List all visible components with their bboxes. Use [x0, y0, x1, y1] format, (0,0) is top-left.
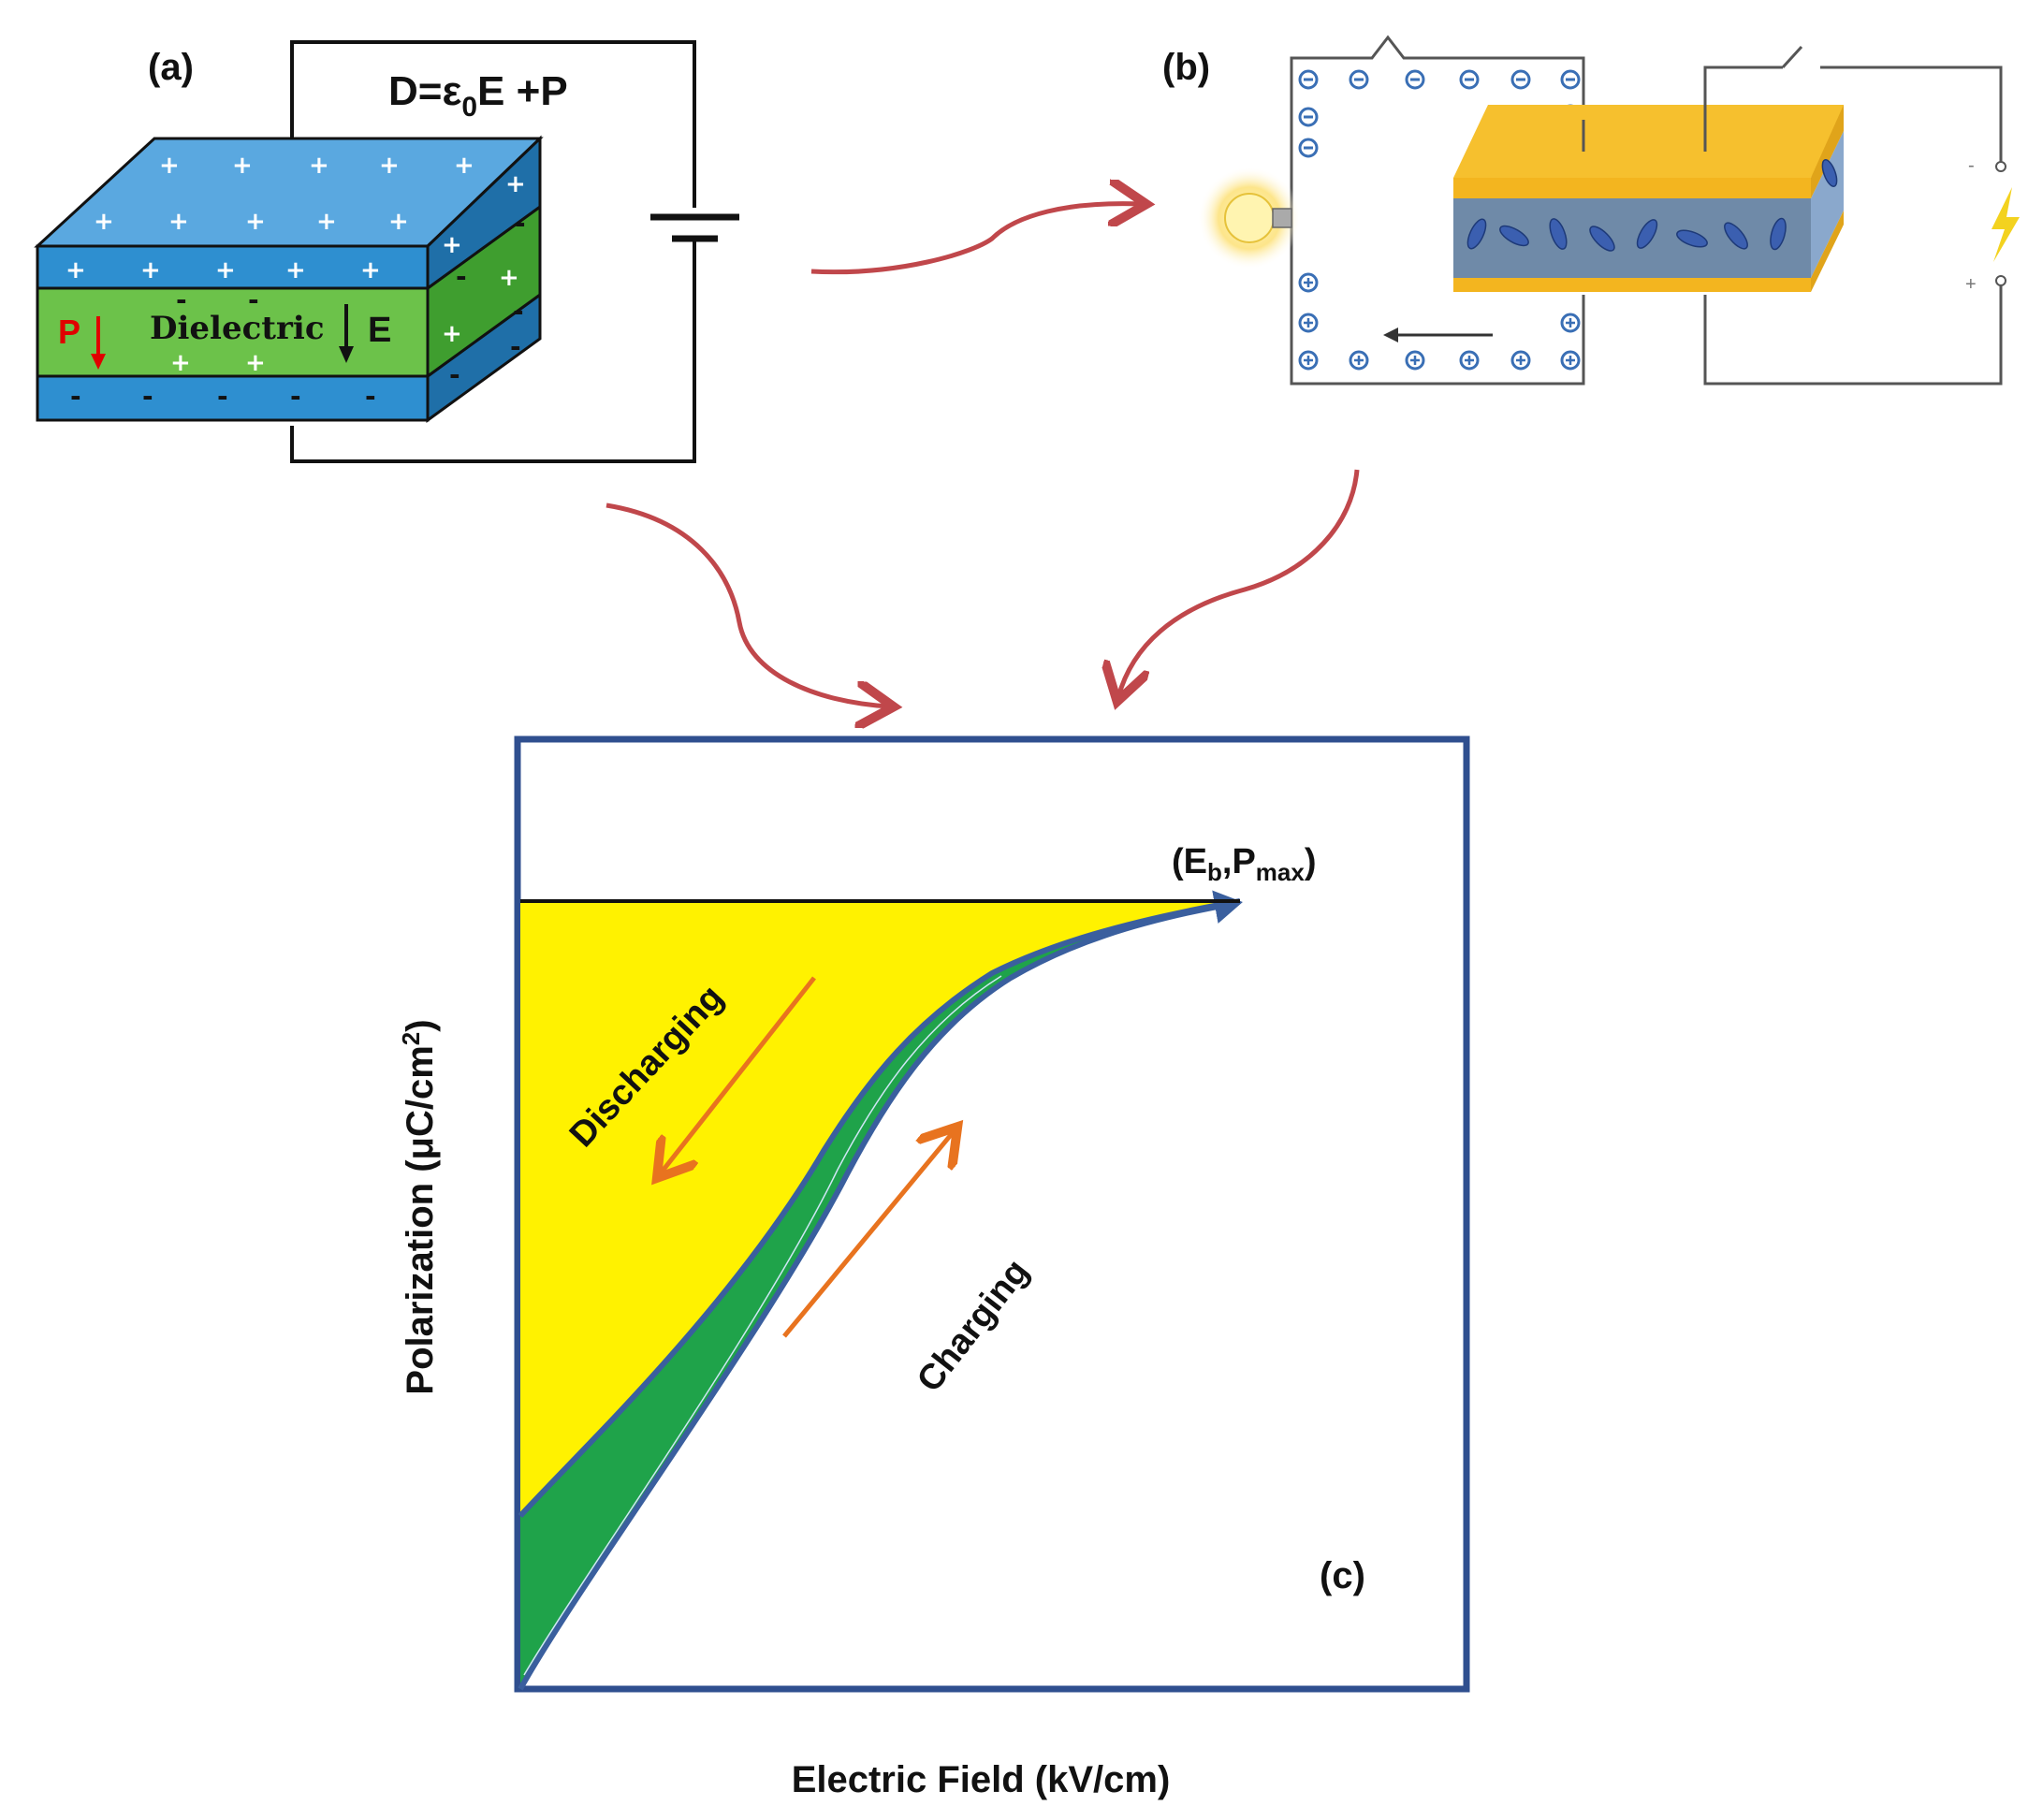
- dipole-icon: [1466, 218, 1487, 250]
- discharge-curve: [518, 898, 1241, 1519]
- plus-sign: +: [442, 231, 462, 259]
- minus-sign: -: [248, 284, 259, 315]
- terminal-plus: +: [1965, 274, 1977, 295]
- p-arrow-head: [91, 354, 106, 370]
- dipoles: [1466, 159, 1838, 252]
- plus-sign: +: [245, 349, 266, 377]
- dielectric-label: Dielectric: [150, 310, 325, 347]
- minus-sign: -: [515, 208, 526, 239]
- dipole-icon: [1676, 229, 1708, 248]
- plus-sign: +: [360, 256, 381, 284]
- discharge-energy-area: [520, 901, 1240, 1516]
- minus-sign: -: [449, 359, 460, 390]
- plus-sign: +: [94, 208, 114, 236]
- breakdown-point-label: (Eb,Pmax): [1172, 842, 1317, 886]
- plus-sign: +: [215, 256, 236, 284]
- dielectric-charges: - - + + + - - -: [170, 208, 526, 377]
- minus-sign: -: [510, 331, 521, 362]
- bottom-plate-charges: - - - - - - -: [70, 331, 521, 412]
- switch-lever: [1781, 45, 1803, 69]
- plus-sign: +: [442, 320, 462, 348]
- minus-sign: -: [456, 261, 467, 292]
- plus-sign: +: [309, 152, 329, 180]
- minus-sign: -: [70, 381, 81, 412]
- dipole-icon: [1499, 225, 1529, 247]
- connector-arrow-b-to-c: [1118, 469, 1360, 697]
- panel-a-label: (a): [148, 47, 194, 88]
- dipole-icon: [1770, 217, 1787, 251]
- capacitor-top-plate: [1453, 178, 1811, 198]
- circuit-wire-top: [290, 40, 696, 208]
- capacitor-dielectric-side: [1811, 131, 1844, 278]
- plus-sign: +: [285, 256, 306, 284]
- connector-arrow-a-to-c: [605, 502, 889, 706]
- terminal-minus: -: [1968, 155, 1975, 176]
- left-circuit-wire: [1290, 35, 1585, 386]
- panel-a: (a) D=ε0E +P + + + + + + + + + +: [34, 40, 739, 463]
- top-front-charges: + + + + + + +: [66, 231, 519, 292]
- y-axis-label: Polarization (μC/cm2): [397, 1019, 441, 1394]
- plus-sign: +: [168, 208, 189, 236]
- minus-sign: -: [142, 381, 153, 412]
- p-label: P: [58, 313, 80, 351]
- plus-sign: +: [159, 152, 180, 180]
- charge-curve: [518, 890, 1243, 1691]
- e-label: E: [368, 311, 391, 350]
- capacitor-top-side: [1811, 105, 1844, 198]
- minus-sign: -: [176, 284, 187, 315]
- top-surface-charges: + + + + + + + + + + +: [94, 152, 526, 236]
- dipole-icon: [1636, 219, 1658, 249]
- plus-sign: +: [232, 152, 253, 180]
- lightning-icon: [1992, 187, 2020, 262]
- curve-inner-highlight: [523, 975, 1002, 1676]
- terminal-top: [1995, 161, 2006, 172]
- current-arrow-head: [1383, 328, 1398, 342]
- plus-sign: +: [245, 208, 266, 236]
- discharging-arrow: [660, 976, 816, 1174]
- panel-b: (b) - +: [1162, 35, 2020, 386]
- minus-sign: -: [513, 296, 524, 327]
- panel-c-label: (c): [1320, 1555, 1365, 1596]
- dipole-icon: [1724, 222, 1748, 250]
- plus-sign: +: [379, 152, 400, 180]
- right-circuit-wire-3: [1703, 281, 2003, 386]
- capacitor-bottom-plate: [1453, 278, 1811, 292]
- bulb-base: [1272, 208, 1292, 228]
- plus-sign: +: [66, 256, 86, 284]
- e-arrow-head: [339, 346, 354, 363]
- top-plate-front: [36, 244, 430, 290]
- plus-sign: +: [454, 152, 474, 180]
- minus-sign: -: [290, 381, 301, 412]
- capacitor-bottom-side: [1811, 211, 1844, 292]
- minus-sign: -: [217, 381, 228, 412]
- plus-sign: +: [316, 208, 337, 236]
- x-axis-label: Electric Field (kV/cm): [792, 1759, 1171, 1800]
- plus-sign: +: [505, 170, 526, 198]
- equation-label: D=ε0E +P: [388, 68, 568, 123]
- right-circuit-wire-2: [1820, 66, 2003, 167]
- dielectric-front: [36, 286, 430, 378]
- charging-arrow: [782, 1130, 955, 1338]
- plus-sign: +: [170, 349, 191, 377]
- bulb-icon: [1224, 193, 1275, 243]
- panel-b-label: (b): [1162, 47, 1210, 88]
- circuit-wire-bottom: [290, 241, 696, 463]
- capacitor-top-face: [1453, 105, 1844, 178]
- dipole-icon: [1589, 226, 1615, 252]
- plus-sign: +: [499, 264, 519, 292]
- plus-sign: +: [140, 256, 161, 284]
- minus-sign: -: [365, 381, 376, 412]
- panel-c: (Eb,Pmax) Discharging Charging (c) Elect…: [397, 735, 1470, 1800]
- connector-arrow-a-to-b: [810, 204, 1142, 275]
- plus-sign: +: [388, 208, 409, 236]
- dipole-icon: [1821, 159, 1838, 187]
- dipole-icon: [1549, 218, 1568, 250]
- positive-charge-marks: [1304, 278, 1575, 365]
- terminal-bottom: [1995, 275, 2006, 286]
